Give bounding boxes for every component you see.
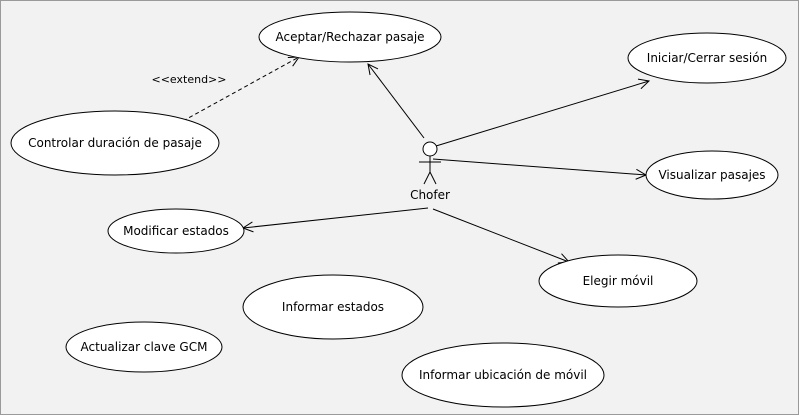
associations bbox=[243, 64, 649, 262]
extend-relation: <<extend>> bbox=[152, 57, 300, 122]
use-case-ellipse[interactable] bbox=[645, 150, 779, 200]
actor-right-leg bbox=[429, 171, 437, 185]
use-case-label: Modificar estados bbox=[123, 224, 229, 238]
use-case-elegir[interactable]: Elegir móvil bbox=[538, 254, 698, 308]
actor-left-leg bbox=[423, 171, 431, 185]
use-case-actualizar[interactable]: Actualizar clave GCM bbox=[65, 321, 223, 373]
association-modificar bbox=[243, 207, 429, 228]
extend-stereotype-label: <<extend>> bbox=[152, 73, 227, 86]
use-case-ellipse[interactable] bbox=[258, 11, 442, 63]
use-case-aceptar[interactable]: Aceptar/Rechazar pasaje bbox=[258, 11, 442, 63]
use-case-label: Actualizar clave GCM bbox=[81, 340, 208, 354]
use-case-iniciar[interactable]: Iniciar/Cerrar sesión bbox=[627, 32, 787, 84]
use-case-label: Informar estados bbox=[282, 300, 384, 314]
actor-chofer[interactable] bbox=[419, 141, 441, 185]
actor-label: Chofer bbox=[410, 188, 450, 202]
use-case-controlar[interactable]: Controlar duración de pasaje bbox=[10, 110, 220, 176]
use-case-ellipse[interactable] bbox=[10, 110, 220, 176]
use-case-ellipse[interactable] bbox=[627, 32, 787, 84]
use-case-ellipse[interactable] bbox=[401, 342, 605, 408]
use-case-label: Visualizar pasajes bbox=[658, 168, 765, 182]
use-case-informar-estados[interactable]: Informar estados bbox=[242, 274, 424, 340]
use-case-ellipse[interactable] bbox=[107, 208, 245, 254]
use-case-ellipse[interactable] bbox=[242, 274, 424, 340]
actor-head bbox=[422, 141, 438, 157]
use-case-label: Elegir móvil bbox=[583, 274, 654, 288]
use-case-label: Controlar duración de pasaje bbox=[28, 136, 202, 150]
extend-line bbox=[182, 57, 299, 122]
use-case-ellipse[interactable] bbox=[65, 321, 223, 373]
use-case-modificar[interactable]: Modificar estados bbox=[107, 208, 245, 254]
association-elegir bbox=[432, 208, 569, 262]
association-visualizar bbox=[432, 158, 646, 175]
use-case-label: Informar ubicación de móvil bbox=[419, 368, 587, 382]
use-case-label: Iniciar/Cerrar sesión bbox=[647, 51, 767, 65]
association-iniciar bbox=[435, 81, 649, 147]
use-case-visualizar[interactable]: Visualizar pasajes bbox=[645, 150, 779, 200]
use-case-label: Aceptar/Rechazar pasaje bbox=[275, 30, 424, 44]
use-case-informar-ubicacion[interactable]: Informar ubicación de móvil bbox=[401, 342, 605, 408]
association-aceptar bbox=[368, 64, 425, 139]
use-case-ellipse[interactable] bbox=[538, 254, 698, 308]
